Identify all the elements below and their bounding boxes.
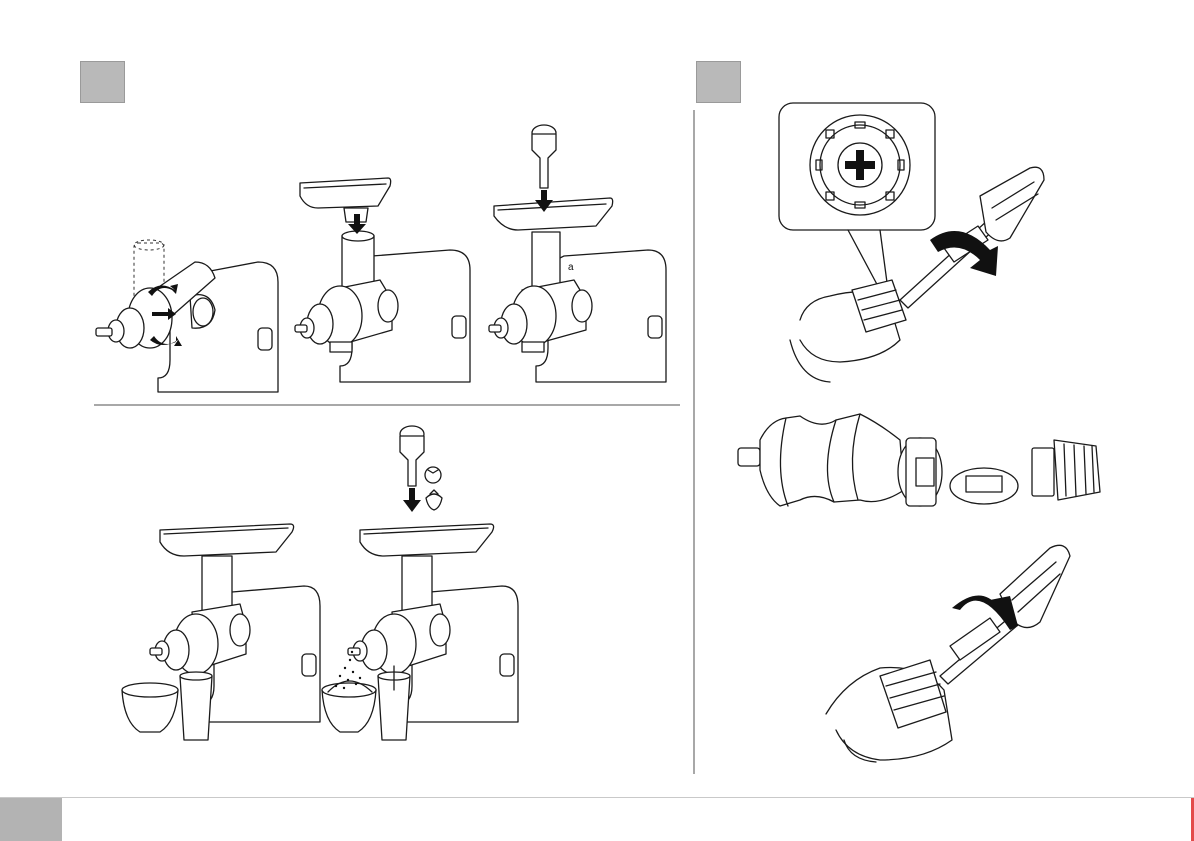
mount-feeding-tray-illustration: [295, 178, 470, 382]
page-number-tab: [0, 798, 62, 841]
tomato-icon: [425, 467, 441, 483]
strawberry-icon: [426, 490, 442, 510]
insert-pusher-illustration: a: [489, 125, 666, 382]
grinder-with-bowl-and-cup-illustration: [122, 524, 320, 740]
grinder-processing-tomatoes-illustration: [322, 426, 518, 740]
unscrew-ring-detail-illustration: [779, 103, 1044, 382]
reassemble-ring-illustration: [826, 545, 1070, 762]
svg-text:a: a: [568, 262, 574, 273]
page-footer: [0, 797, 1194, 841]
disassembled-parts-illustration: [738, 414, 1100, 506]
attach-grinder-head-illustration: [96, 240, 278, 392]
